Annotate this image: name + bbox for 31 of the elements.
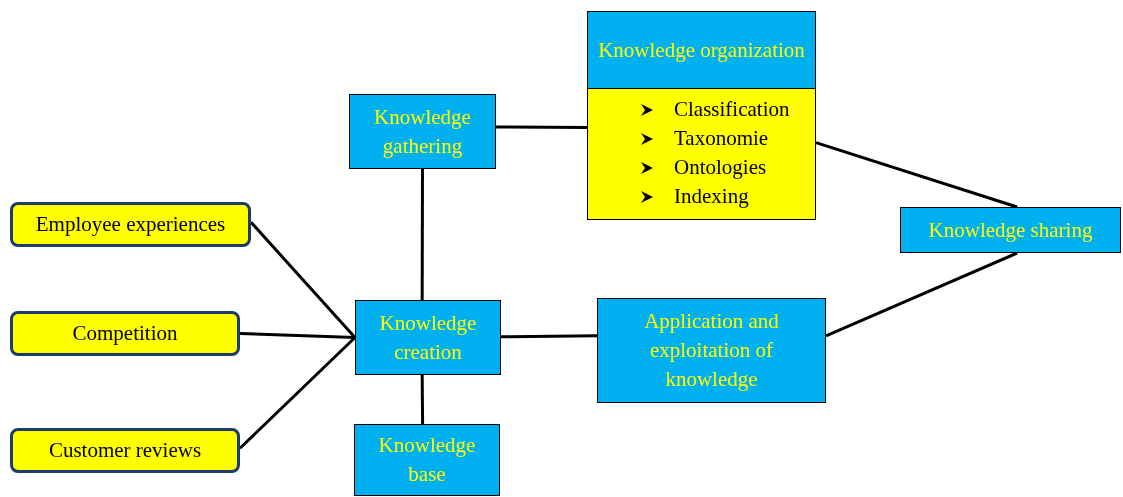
list-item: Taxonomie — [674, 124, 769, 152]
box-label: Application and exploitation of knowledge — [643, 308, 780, 393]
box-label: Knowledge gathering — [373, 103, 472, 160]
connector-line — [239, 332, 356, 339]
connector-line — [496, 125, 587, 129]
input-box — [10, 428, 240, 473]
process-box — [354, 424, 500, 496]
list-item: Ontologies — [674, 153, 767, 181]
box-label: Knowledge creation — [378, 309, 478, 366]
connector-line — [825, 251, 1018, 338]
box-label: Knowledge base — [377, 432, 477, 488]
box-label: Customer reviews — [48, 437, 202, 464]
connector-line — [238, 336, 357, 450]
process-box — [355, 300, 501, 375]
input-box — [10, 311, 240, 356]
input-box — [10, 202, 251, 247]
connector-line — [249, 221, 357, 339]
connector-line — [420, 169, 424, 300]
process-box — [597, 298, 826, 403]
box-label: Knowledge sharing — [928, 216, 1093, 244]
connector-line — [815, 141, 1018, 209]
process-box — [349, 94, 496, 169]
connector-line — [420, 375, 425, 424]
list-box — [587, 11, 816, 220]
box-label: Employee experiences — [35, 211, 226, 238]
heading-text: Knowledge organization — [598, 36, 805, 64]
process-box — [900, 207, 1121, 253]
box-label: Competition — [72, 320, 178, 347]
list-item: Indexing — [674, 182, 749, 210]
connector-line — [501, 334, 597, 339]
list-item: Classification — [674, 95, 790, 123]
